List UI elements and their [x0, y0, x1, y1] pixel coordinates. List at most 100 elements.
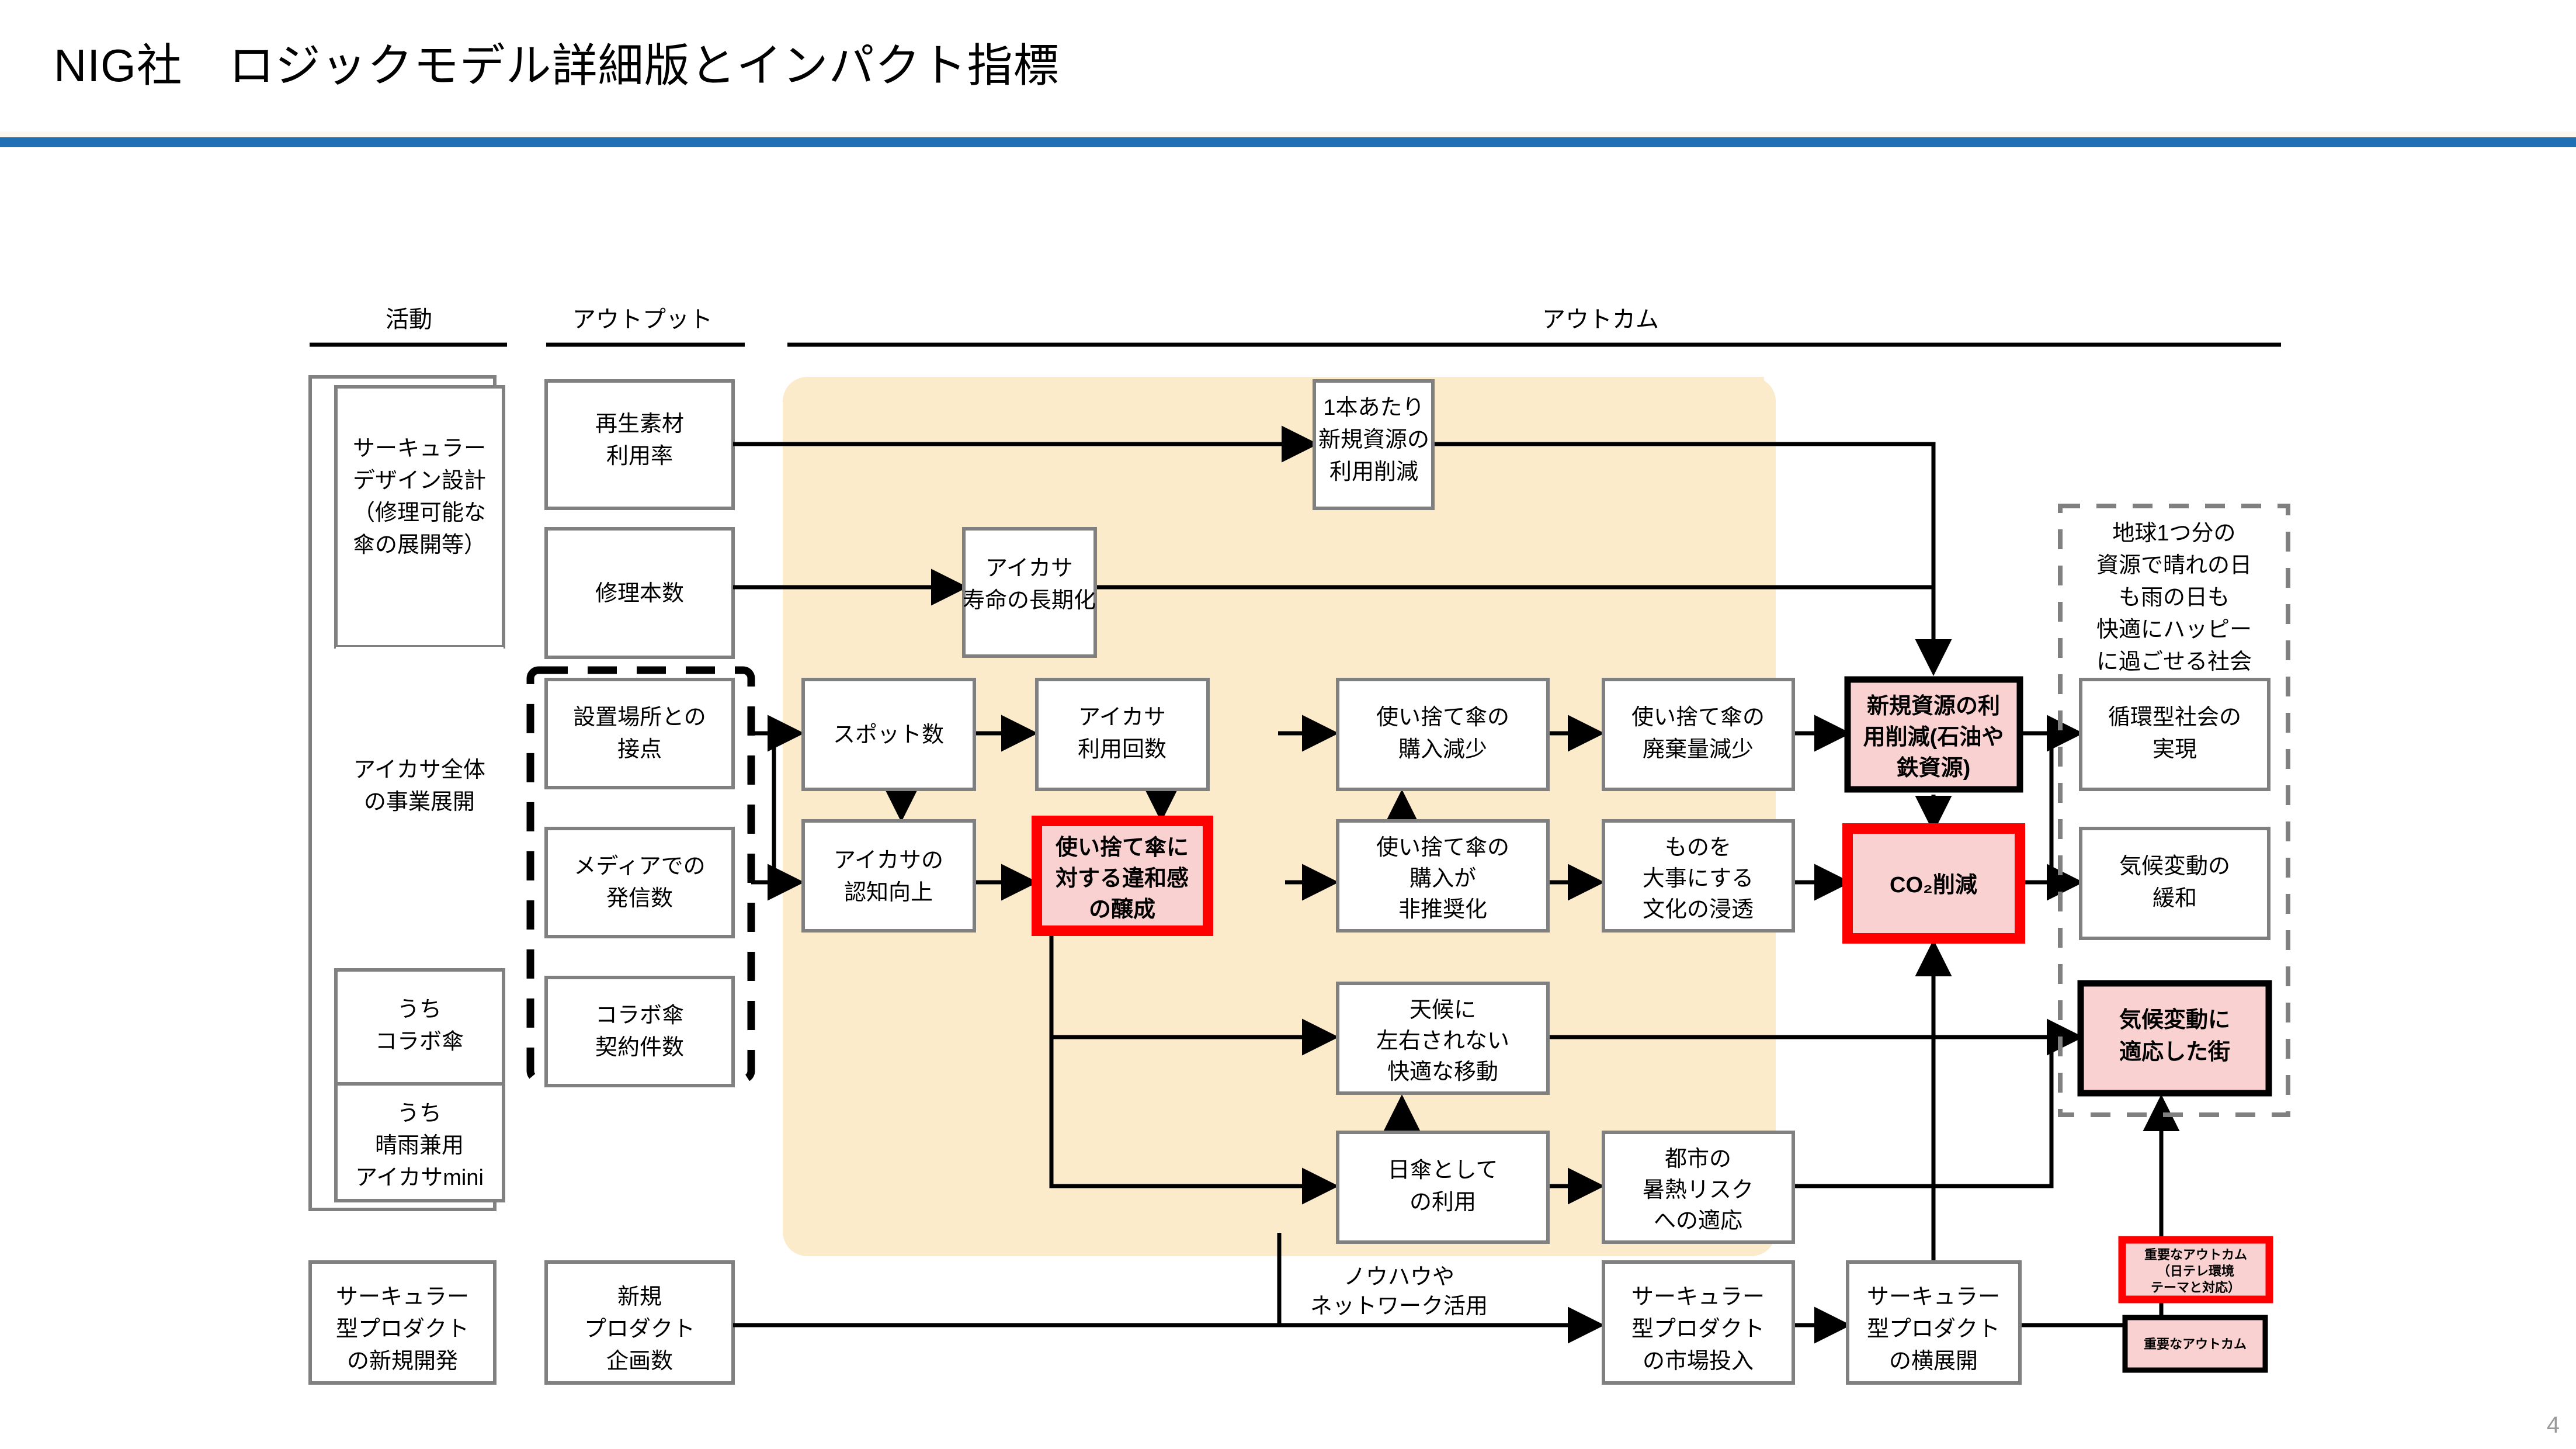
svg-text:購入が: 購入が — [1409, 866, 1476, 891]
svg-text:（日テレ環境: （日テレ環境 — [2157, 1264, 2234, 1278]
annotation-knowhow-network: ノウハウや ネットワーク活用 — [1310, 1265, 1488, 1319]
outcome-box-urban-heat-adapt: 都市の 暑熱リスク への適応 — [1602, 1131, 1795, 1244]
svg-text:プロダクト: プロダクト — [584, 1317, 695, 1341]
svg-text:型プロダクト: 型プロダクト — [336, 1317, 469, 1341]
svg-text:購入減少: 購入減少 — [1398, 737, 1487, 762]
svg-text:の醸成: の醸成 — [1089, 897, 1155, 922]
svg-text:大事にする: 大事にする — [1643, 866, 1754, 891]
svg-text:サーキュラー: サーキュラー — [336, 1285, 469, 1309]
outcome-box-disposable-discomfort: 使い捨て傘に 対する違和感 の醸成 — [1032, 816, 1213, 936]
svg-text:使い捨て傘の: 使い捨て傘の — [1631, 705, 1765, 730]
svg-text:快適にハッピー: 快適にハッピー — [2096, 618, 2252, 642]
svg-text:修理本数: 修理本数 — [595, 581, 684, 606]
svg-text:1本あたり: 1本あたり — [1323, 396, 1424, 420]
svg-text:ノウハウや: ノウハウや — [1343, 1265, 1454, 1289]
svg-text:利用削減: 利用削減 — [1329, 460, 1418, 484]
svg-text:快適な移動: 快適な移動 — [1387, 1060, 1498, 1084]
svg-text:コラボ傘: コラボ傘 — [595, 1003, 684, 1028]
svg-text:都市の: 都市の — [1665, 1147, 1731, 1171]
svg-text:地球1つ分の: 地球1つ分の — [2112, 521, 2235, 546]
legend-important-ntv: 重要なアウトカム （日テレ環境 テーマと対応） — [2118, 1236, 2273, 1304]
svg-text:利用回数: 利用回数 — [1078, 737, 1167, 762]
svg-text:サーキュラー: サーキュラー — [353, 436, 486, 461]
svg-text:も雨の日も: も雨の日も — [2119, 585, 2230, 610]
svg-text:発信数: 発信数 — [606, 886, 673, 911]
svg-text:再生素材: 再生素材 — [595, 412, 684, 436]
svg-text:気候変動の: 気候変動の — [2119, 854, 2230, 879]
output-box-spot-contacts: 設置場所との 接点 — [544, 678, 735, 789]
outcome-box-resource-reduction: 新規資源の利 用削減(石油や 鉄資源) — [1844, 676, 2023, 793]
svg-text:に過ごせる社会: に過ごせる社会 — [2096, 650, 2252, 674]
impact-box-circular-society: 循環型社会の 実現 — [2079, 678, 2271, 791]
svg-text:型プロダクト: 型プロダクト — [1631, 1317, 1765, 1341]
activity-box-aikasa-mini: うち 晴雨兼用 アイカサmini — [334, 1082, 505, 1202]
outcome-box-value-things-culture: ものを 大事にする 文化の浸透 — [1602, 819, 1795, 933]
svg-text:アイカサmini: アイカサmini — [355, 1166, 484, 1190]
outcome-box-product-expansion: サーキュラー 型プロダクト の横展開 — [1846, 1260, 2022, 1385]
title-rule-soft — [0, 131, 2576, 137]
svg-text:実現: 実現 — [2153, 737, 2197, 762]
output-box-new-product-plans: 新規 プロダクト 企画数 — [544, 1260, 735, 1385]
svg-text:使い捨て傘に: 使い捨て傘に — [1056, 836, 1189, 860]
svg-text:左右されない: 左右されない — [1376, 1029, 1509, 1053]
svg-text:非推奨化: 非推奨化 — [1398, 897, 1487, 922]
svg-text:適応した街: 適応した街 — [2119, 1040, 2230, 1065]
outcome-box-aikasa-lifespan: アイカサ 寿命の長期化 — [962, 527, 1097, 658]
output-box-repair-count: 修理本数 — [544, 527, 735, 659]
output-box-media-posts: メディアでの 発信数 — [544, 827, 735, 938]
svg-text:用削減(石油や: 用削減(石油や — [1863, 725, 2004, 750]
svg-text:アイカサ全体: アイカサ全体 — [353, 758, 485, 782]
outcome-box-parasol-use: 日傘として の利用 — [1336, 1131, 1550, 1244]
svg-text:テーマと対応）: テーマと対応） — [2151, 1280, 2241, 1295]
page-title: NIG社 ロジックモデル詳細版とインパクト指標 — [54, 40, 1060, 91]
svg-text:サーキュラー: サーキュラー — [1867, 1285, 2000, 1309]
svg-text:の利用: の利用 — [1409, 1190, 1476, 1215]
svg-text:アイカサ: アイカサ — [1078, 705, 1166, 730]
svg-text:型プロダクト: 型プロダクト — [1867, 1317, 2000, 1341]
svg-text:設置場所との: 設置場所との — [573, 705, 706, 730]
svg-text:暑熱リスク: 暑熱リスク — [1643, 1178, 1754, 1202]
svg-text:重要なアウトカム: 重要なアウトカム — [2144, 1247, 2247, 1262]
svg-text:新規資源の利: 新規資源の利 — [1867, 694, 2000, 719]
output-dashed-group — [526, 666, 755, 1083]
outcome-box-product-market-launch: サーキュラー 型プロダクト の市場投入 — [1602, 1260, 1795, 1385]
svg-text:緩和: 緩和 — [2153, 886, 2197, 911]
svg-text:天候に: 天候に — [1409, 998, 1476, 1022]
svg-text:使い捨て傘の: 使い捨て傘の — [1376, 705, 1509, 730]
svg-text:文化の浸透: 文化の浸透 — [1643, 897, 1754, 922]
header-activity: 活動 — [386, 307, 432, 332]
svg-text:傘の展開等）: 傘の展開等） — [353, 533, 486, 557]
svg-text:の横展開: の横展開 — [1889, 1349, 1978, 1374]
svg-text:（修理可能な: （修理可能な — [353, 501, 486, 525]
svg-text:サーキュラー: サーキュラー — [1631, 1285, 1765, 1309]
activity-box-circular-design: サーキュラー デザイン設計 （修理可能な 傘の展開等） — [334, 385, 505, 649]
impact-dashed-container — [2058, 504, 2290, 1117]
output-box-recycled-rate: 再生素材 利用率 — [544, 379, 735, 510]
svg-text:うち: うち — [397, 1101, 442, 1126]
outcome-box-aikasa-usage: アイカサ 利用回数 — [1035, 678, 1210, 791]
svg-text:ものを: ものを — [1665, 836, 1731, 860]
svg-text:利用率: 利用率 — [606, 444, 673, 469]
svg-text:寿命の長期化: 寿命の長期化 — [963, 588, 1096, 613]
svg-text:対する違和感: 対する違和感 — [1056, 866, 1189, 891]
outcome-box-resource-per-unit: 1本あたり 新規資源の 利用削減 — [1313, 379, 1435, 510]
svg-text:デザイン設計: デザイン設計 — [353, 469, 486, 493]
outcome-box-purchase-decrease: 使い捨て傘の 購入減少 — [1336, 678, 1550, 791]
svg-text:企画数: 企画数 — [606, 1349, 673, 1374]
outcome-band-rect — [783, 377, 1776, 1256]
svg-text:スポット数: スポット数 — [833, 723, 944, 747]
output-box-collab-contracts: コラボ傘 契約件数 — [544, 976, 735, 1087]
svg-text:循環型社会の: 循環型社会の — [2108, 705, 2241, 730]
svg-text:廃棄量減少: 廃棄量減少 — [1643, 737, 1754, 762]
outcome-box-spot-count: スポット数 — [801, 678, 976, 791]
svg-text:新規資源の: 新規資源の — [1318, 428, 1429, 452]
svg-text:の市場投入: の市場投入 — [1643, 1349, 1754, 1374]
svg-text:使い捨て傘の: 使い捨て傘の — [1376, 836, 1509, 860]
outcome-box-comfortable-mobility: 天候に 左右されない 快適な移動 — [1336, 982, 1550, 1095]
svg-text:うち: うち — [397, 997, 442, 1022]
outcome-box-co2-reduction: CO₂削減 — [1842, 823, 2025, 944]
svg-text:の新規開発: の新規開発 — [347, 1349, 458, 1374]
legend-important: 重要なアウトカム — [2122, 1315, 2268, 1373]
svg-text:メディアでの: メディアでの — [574, 854, 705, 879]
